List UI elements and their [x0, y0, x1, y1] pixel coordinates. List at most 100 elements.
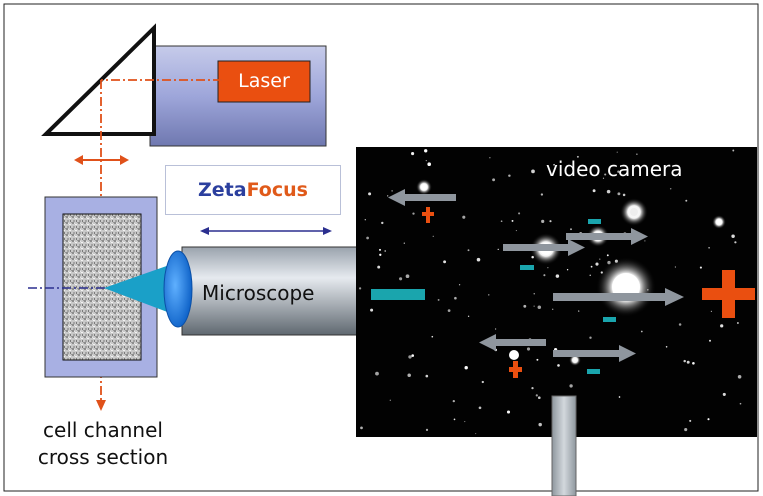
particle-dot: [531, 169, 535, 174]
logo-part-zeta: Zeta: [198, 179, 247, 201]
particle-dot: [589, 336, 592, 339]
particle-dot: [618, 396, 621, 398]
particle-dot: [737, 375, 742, 379]
particle-dot: [708, 246, 710, 249]
particle-dot: [379, 253, 382, 256]
particle-dot: [640, 330, 643, 333]
laser-label-box: [217, 60, 311, 103]
particle-dot: [606, 189, 611, 194]
particle-dot: [494, 328, 497, 330]
particle-dot: [476, 257, 481, 262]
particle-dot: [707, 418, 710, 421]
particle-dot: [531, 386, 534, 390]
particle-dot: [425, 159, 427, 162]
camera-tube: [551, 395, 577, 496]
particle-dot: [604, 173, 607, 176]
particle-dot: [523, 304, 527, 308]
particle-dot: [617, 170, 620, 173]
laser-label: Laser: [238, 70, 290, 92]
particle-dot: [411, 152, 415, 156]
prism-translation-arrow: [74, 155, 129, 165]
particle-dot: [412, 212, 415, 215]
microscope-label: Microscope: [202, 281, 315, 305]
particle-dot: [602, 177, 605, 179]
particle-dot: [557, 364, 560, 367]
particle-dot: [536, 358, 539, 361]
particle-dot: [684, 428, 688, 432]
particle-dot: [467, 315, 470, 317]
particle-dot: [678, 323, 682, 326]
particle-dot: [553, 163, 555, 166]
particle-dot: [699, 266, 702, 269]
particle-dot: [739, 402, 742, 405]
particle-dot: [464, 421, 466, 423]
particle-dot: [566, 269, 569, 271]
particle-dot: [686, 360, 690, 364]
microscope-translation-arrow: [200, 227, 332, 235]
particle-dot: [644, 240, 646, 242]
particle-dot: [403, 242, 405, 244]
particle-dot: [570, 228, 572, 231]
particle-dot: [360, 426, 363, 430]
particle-dot: [576, 155, 579, 158]
particle-dot: [431, 335, 434, 338]
prism: [41, 23, 156, 136]
particle-dot: [443, 260, 447, 264]
particle-dot: [408, 355, 412, 359]
particle-dot: [427, 162, 432, 167]
particle-dot: [391, 190, 393, 192]
particle-dot: [464, 366, 468, 370]
particle-dot: [475, 433, 477, 435]
particle-dot: [387, 195, 389, 197]
microscope-body: [181, 246, 365, 336]
logo-part-focus: Focus: [246, 179, 308, 201]
particle-dot: [452, 399, 455, 403]
particle-dot: [500, 220, 503, 223]
particle-dot: [599, 258, 601, 260]
particle-dot: [489, 157, 491, 159]
negative-charge-marks: [371, 219, 616, 374]
particle-dot: [595, 262, 599, 266]
particle-dot: [578, 310, 580, 312]
particle-dot: [555, 274, 560, 278]
particle-dot: [710, 310, 713, 313]
particle-dot: [543, 274, 546, 277]
positive-charge-marks: [422, 207, 755, 378]
particle-dot: [685, 199, 688, 202]
particle-dot: [467, 249, 470, 252]
laser-beam: [100, 79, 222, 405]
particle-dot: [453, 418, 456, 421]
light-cone: [104, 262, 178, 316]
particle-dot: [622, 193, 626, 197]
particle-dot: [692, 362, 695, 365]
cell-channel-caption-line2: cross section: [37, 445, 169, 469]
particle-dot: [481, 380, 484, 384]
particle-dot: [364, 219, 366, 221]
particle-dot: [549, 220, 552, 223]
particle-dot: [592, 189, 596, 193]
particle-dot: [540, 193, 544, 196]
particle-dot: [508, 174, 511, 177]
particle-dot: [616, 151, 618, 153]
particle-dot: [389, 399, 391, 401]
particle-dot: [736, 322, 739, 324]
beam-arrowhead: [96, 400, 106, 411]
particle-dot: [399, 277, 403, 281]
motion-arrows: [388, 189, 684, 362]
cell-channel-caption-line1: cell channel: [43, 418, 163, 442]
particle-dot: [462, 215, 466, 219]
particle-dot: [732, 149, 735, 152]
particle-dot: [535, 394, 538, 397]
particle-dot: [541, 219, 545, 223]
particle-dot: [506, 410, 511, 414]
particle-dot: [674, 266, 677, 268]
particle-dot: [425, 428, 429, 432]
particle-dot: [425, 374, 429, 378]
particle-dot: [381, 221, 384, 225]
particle-dot: [370, 308, 374, 312]
particle-dot: [538, 422, 542, 427]
particle-dot: [665, 346, 668, 348]
particle-dot: [569, 384, 573, 388]
particle-dot: [669, 188, 672, 190]
